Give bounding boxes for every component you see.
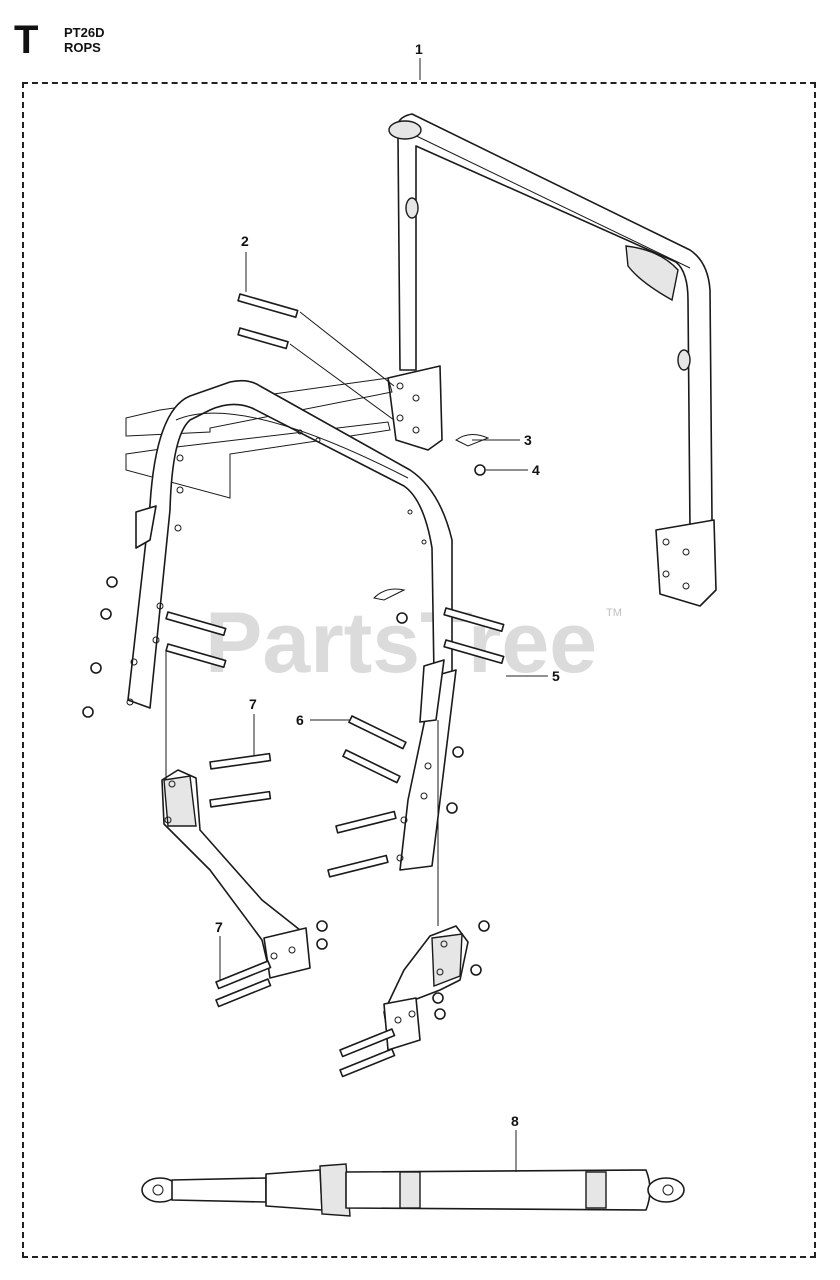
callout-4[interactable]: 4 [532, 462, 540, 478]
callout-2[interactable]: 2 [241, 233, 249, 249]
watermark: PartsTree [205, 595, 597, 691]
hair-pin[interactable] [455, 434, 490, 447]
right-lower-mount[interactable] [383, 925, 469, 1051]
rops-upper-bar[interactable] [387, 113, 717, 607]
watermark-tm: TM [606, 607, 622, 619]
bolts[interactable] [165, 293, 505, 1078]
callout-7a[interactable]: 7 [249, 696, 257, 712]
callout-7b[interactable]: 7 [215, 919, 223, 935]
rops-lower-frame[interactable] [126, 379, 457, 871]
callout-1[interactable]: 1 [415, 41, 423, 57]
model-title: PT26D ROPS [64, 25, 105, 56]
seat-belt[interactable] [141, 1163, 685, 1217]
assembly-frame [22, 82, 816, 1258]
callout-5[interactable]: 5 [552, 668, 560, 684]
model-number: PT26D [64, 25, 105, 40]
left-lower-mount[interactable] [161, 769, 311, 979]
callout-6[interactable]: 6 [296, 712, 304, 728]
callout-8[interactable]: 8 [511, 1113, 519, 1129]
assembly-name: ROPS [64, 39, 101, 55]
hair-pin-2[interactable] [372, 588, 406, 601]
section-letter: T [14, 18, 39, 62]
nuts[interactable] [82, 464, 490, 1020]
callout-3[interactable]: 3 [524, 432, 532, 448]
